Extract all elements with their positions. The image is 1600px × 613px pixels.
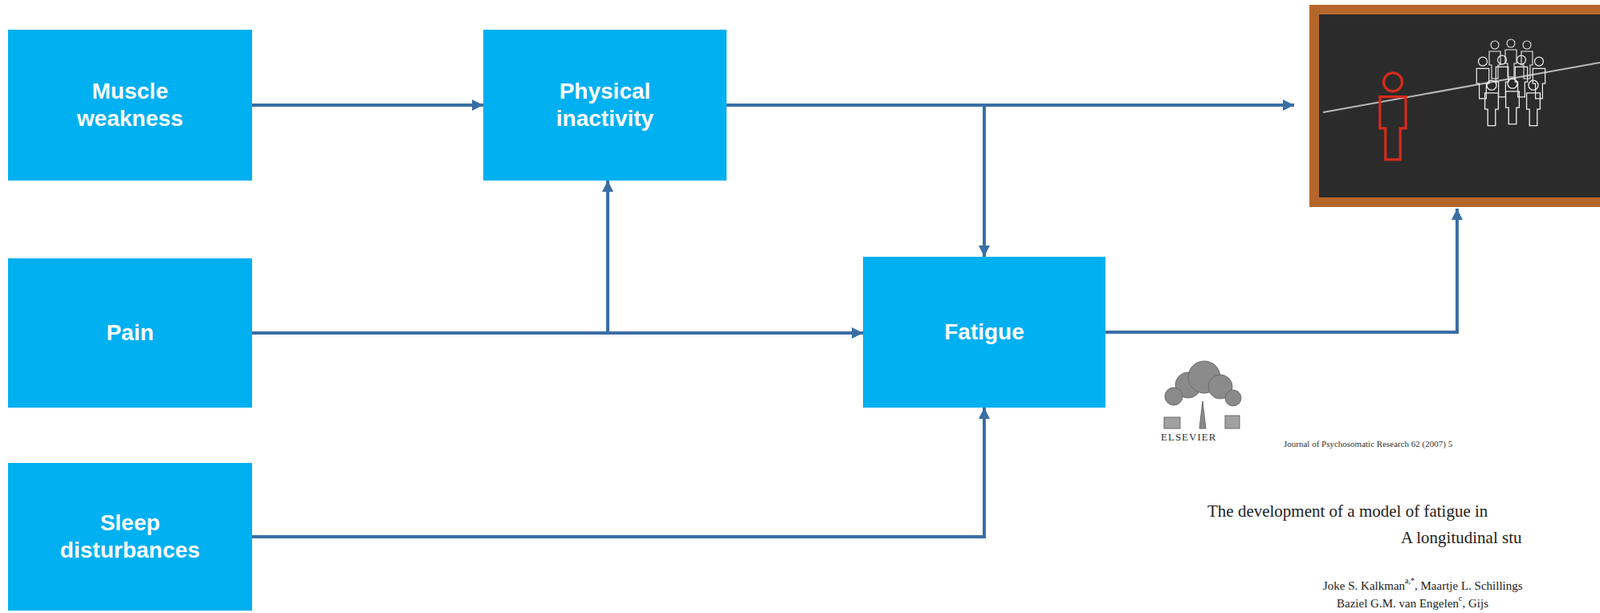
chalkboard-picture [1309, 4, 1600, 208]
connector-arrow [252, 331, 864, 335]
paper-title: A longitudinal stu [1400, 529, 1523, 548]
connector-arrow [252, 407, 985, 538]
box-label: Sleep disturbances [45, 509, 215, 564]
connector-arrow [252, 103, 484, 107]
publisher-logo [1164, 361, 1242, 429]
process-box: Sleep disturbances [8, 463, 253, 611]
box-label: Pain [105, 319, 154, 347]
author-name: Joke S. Kalkman [1323, 579, 1405, 594]
journal-citation: Journal of Psychosomatic Research 62 (20… [1283, 439, 1453, 449]
connector-arrow [726, 105, 985, 257]
connector-arrow [252, 180, 608, 334]
process-box: Physical inactivity [483, 29, 727, 181]
box-label: Fatigue [944, 318, 1025, 347]
process-box: Pain [8, 258, 253, 408]
process-box: Muscle weakness [8, 29, 253, 181]
author-name: Baziel G.M. van Engelen [1336, 597, 1459, 611]
box-label: Physical inactivity [521, 77, 690, 132]
paper-title: The development of a model of fatigue in [1207, 502, 1488, 522]
process-box: Fatigue [863, 256, 1106, 408]
publisher-name: ELSEVIER [1160, 431, 1217, 444]
author-name: , Gijs [1462, 597, 1490, 611]
affiliation-mark: c [1458, 594, 1462, 603]
affiliation-mark: a,* [1404, 576, 1415, 586]
author-name: , Maartje L. Schillings [1414, 579, 1523, 594]
arrow-to-picture [1105, 208, 1458, 333]
box-label: Muscle weakness [45, 77, 215, 132]
